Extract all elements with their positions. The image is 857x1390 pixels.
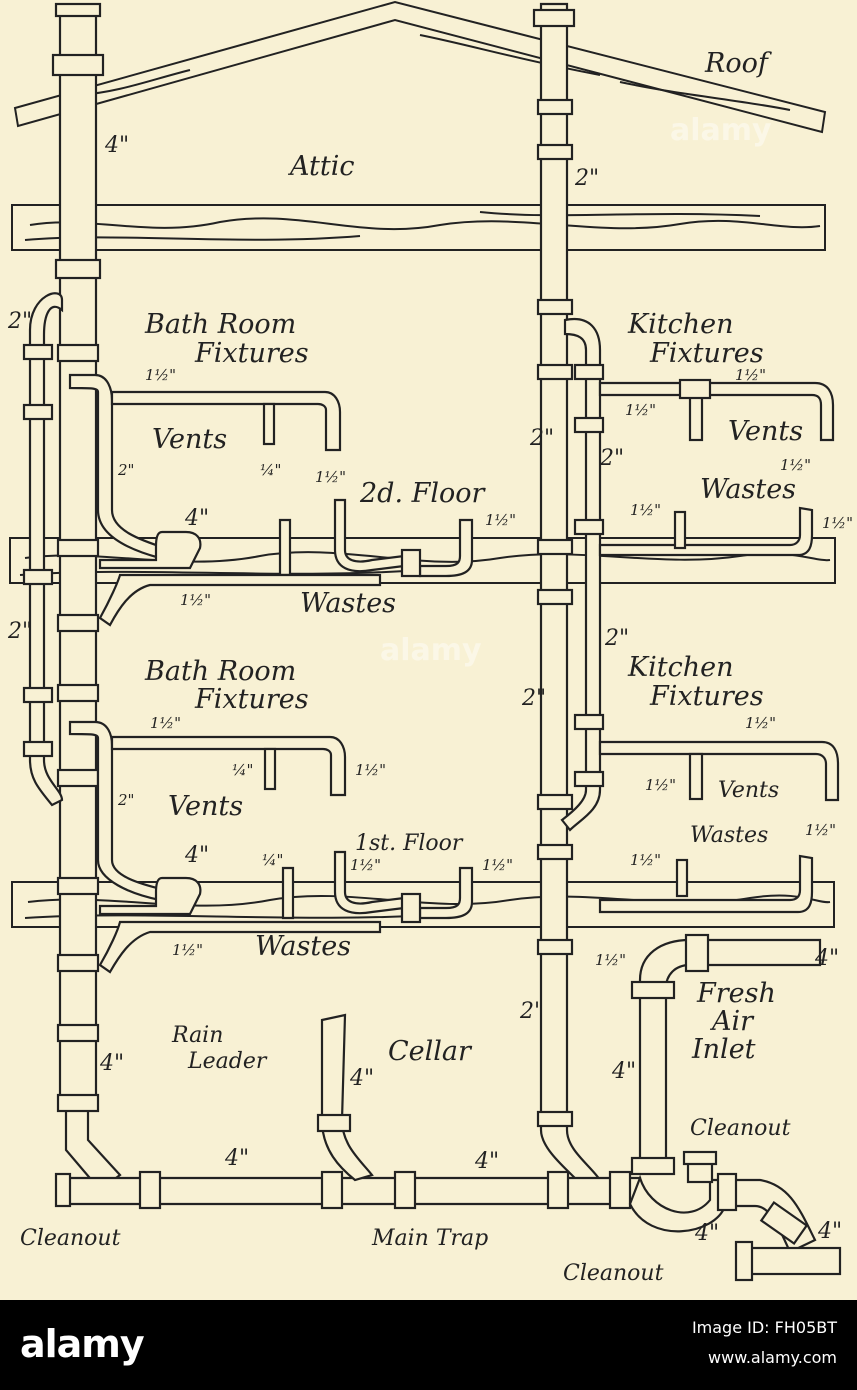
size-kitchen-vent-lower: 1½" [745,714,776,732]
size-trap: 4" [694,1221,719,1246]
label-bath-upper-1: Bath Room [144,309,296,340]
label-wastes-kitchen-lower: Wastes [690,823,768,848]
size-fresh-air-inlet: 4" [814,946,839,971]
main-trap [628,1174,817,1254]
size-right-vent-2f: 2" [599,446,624,471]
size-bath-vent-upper: 1½" [145,366,176,384]
label-floor1: 1st. Floor [355,831,464,856]
size-kitchen-trap-upper: 1½" [625,401,656,419]
watermark-mid: alamy [380,633,482,668]
label-cleanout-bottom: Cleanout [563,1261,664,1286]
size-sink-lower: 1½" [805,821,836,839]
size-kitchen-vent-upper: 1½" [735,366,766,384]
label-cleanout-right: Cleanout [690,1116,791,1141]
label-kitchen-upper-2: Fixtures [649,338,764,369]
label-wastes-kitchen-upper: Wastes [700,474,796,505]
alamy-logo: alamy [20,1322,145,1366]
size-kitchen-waste-upper: 1½" [630,501,661,519]
size-kitchen-trap-lower: 1½" [645,776,676,794]
size-drain-left: 4" [224,1146,249,1171]
label-rain-leader-2: Leader [187,1049,268,1074]
size-main-attic: 4" [104,133,129,158]
size-sewer: 4" [817,1219,842,1244]
size-right-vent-1f: 2" [604,626,629,651]
size-branch-lower: 1½" [172,941,203,959]
size-sink-upper: 1½" [822,514,853,532]
label-fresh-air-2: Air [709,1006,755,1037]
footer-bar: alamy Image ID: FH05BT www.alamy.com [0,1300,857,1390]
size-quarter-1f: ¼" [262,851,283,869]
size-left-vent: 2" [7,309,32,334]
label-main-trap: Main Trap [371,1226,488,1251]
label-wastes-bath-upper: Wastes [300,588,396,619]
right-vent-stack [560,317,602,832]
size-tub-upper: 1½" [485,511,516,529]
label-fresh-air-3: Inlet [691,1034,756,1065]
label-bath-upper-2: Fixtures [194,338,309,369]
label-fresh-air-1: Fresh [696,978,776,1009]
size-rain-leader: 4" [349,1066,374,1091]
label-roof: Roof [704,48,772,79]
size-kitchen-waste-lower: 1½" [630,851,661,869]
size-basin-lower: 1½" [355,761,386,779]
size-basin-upper: 1½" [315,468,346,486]
label-vents-kitchen-upper: Vents [728,416,803,447]
size-branch-upper: 1½" [180,591,211,609]
label-cleanout-left: Cleanout [20,1226,121,1251]
label-cellar: Cellar [388,1036,473,1067]
size-closet-upper: 4" [184,506,209,531]
watermark-top: alamy [670,113,772,148]
size-kitchen-vent-riser-upper: 1½" [780,456,811,474]
image-id: Image ID: FH05BT [691,1318,837,1337]
plumbing-diagram: alamy alamy Roof Attic Bath Room Fixture… [7,0,853,1286]
size-quarter-lower: ¼" [232,761,253,779]
size-right-cellar: 2" [519,999,544,1024]
left-vent-stack [28,292,64,807]
size-right-attic: 2" [574,166,599,191]
label-kitchen-lower-1: Kitchen [627,652,734,683]
size-quarter-upper: ¼" [260,461,281,479]
size-basin-1f: 1½" [350,856,381,874]
roof-beam [13,0,827,134]
label-bath-lower-1: Bath Room [144,656,296,687]
size-left-vent-lower: 2" [7,619,32,644]
size-fresh-air: 4" [611,1059,636,1084]
label-kitchen-upper-1: Kitchen [627,309,734,340]
size-right-2f: 2" [529,426,554,451]
size-bath-vent-lower: 1½" [150,714,181,732]
size-bath-vent-riser-upper: 2" [117,461,134,479]
label-vents-bath-lower: Vents [168,791,243,822]
size-drain-right: 4" [474,1149,499,1174]
label-vents-kitchen-lower: Vents [718,778,779,803]
site-url: www.alamy.com [708,1348,837,1367]
rain-leader [320,1013,374,1182]
label-rain-leader-1: Rain [171,1023,223,1048]
diagram-canvas: alamy alamy Roof Attic Bath Room Fixture… [0,0,857,1300]
size-bath-vent-riser-lower: 2" [117,791,134,809]
label-bath-lower-2: Fixtures [194,684,309,715]
size-tub-lower: 1½" [482,856,513,874]
label-vents-bath-upper: Vents [152,424,227,455]
size-kitchen-branch-lower: 1½" [595,951,626,969]
size-main-cellar: 4" [99,1051,124,1076]
size-right-1f: 2" [521,686,546,711]
label-attic: Attic [287,151,354,182]
label-kitchen-lower-2: Fixtures [649,681,764,712]
label-floor2: 2d. Floor [359,478,487,509]
size-closet-lower: 4" [184,843,209,868]
label-wastes-bath-lower: Wastes [255,931,351,962]
